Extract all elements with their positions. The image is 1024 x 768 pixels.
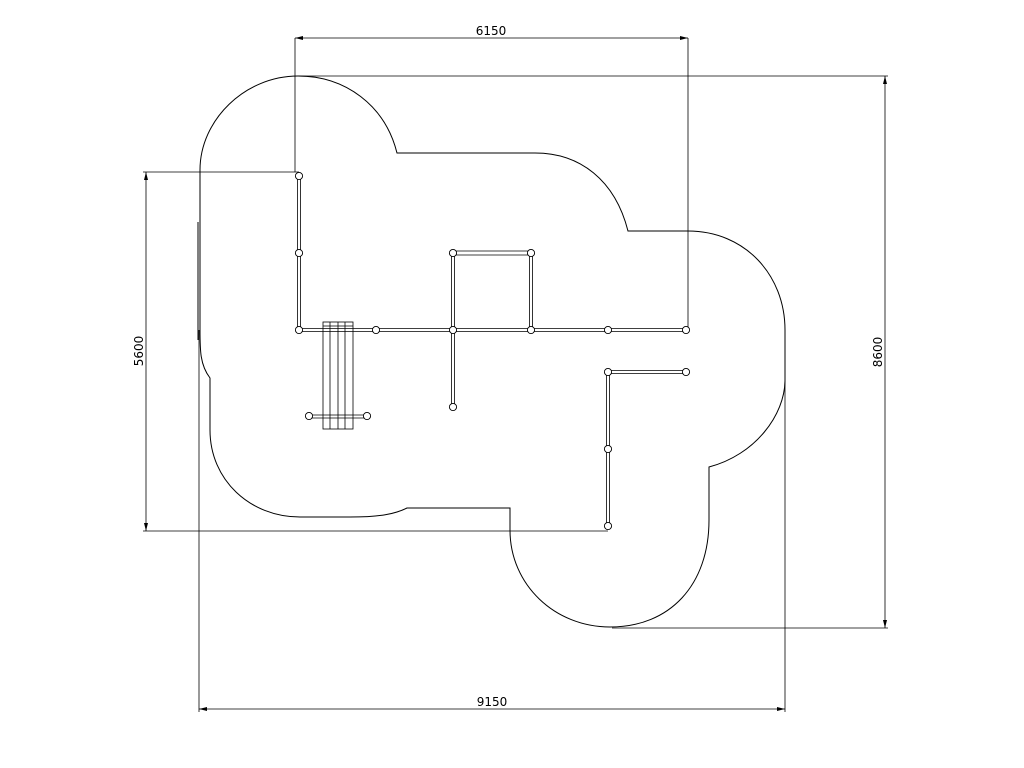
post — [362, 411, 372, 421]
post — [681, 325, 691, 335]
dimension-bottom-label: 9150 — [477, 695, 508, 709]
post — [526, 248, 536, 258]
posts — [294, 171, 691, 531]
post — [448, 402, 458, 412]
post — [603, 367, 613, 377]
post — [294, 171, 304, 181]
dimension-left: 5600 — [132, 171, 608, 532]
post — [526, 325, 536, 335]
post — [681, 367, 691, 377]
dimension-right-label: 8600 — [871, 337, 885, 368]
dimension-top: 6150 — [294, 24, 689, 330]
post — [294, 248, 304, 258]
post — [603, 325, 613, 335]
post — [448, 248, 458, 258]
post — [304, 411, 314, 421]
dimension-bottom: 9150 — [198, 330, 786, 712]
dimension-left-label: 5600 — [132, 336, 146, 367]
safety-zone-outline — [199, 75, 786, 628]
dimension-top-label: 6150 — [476, 24, 507, 38]
post — [371, 325, 381, 335]
post — [603, 521, 613, 531]
post — [448, 325, 458, 335]
dimension-right: 8600 — [298, 75, 888, 629]
ladder-unit — [310, 321, 366, 430]
post — [603, 444, 613, 454]
post — [294, 325, 304, 335]
